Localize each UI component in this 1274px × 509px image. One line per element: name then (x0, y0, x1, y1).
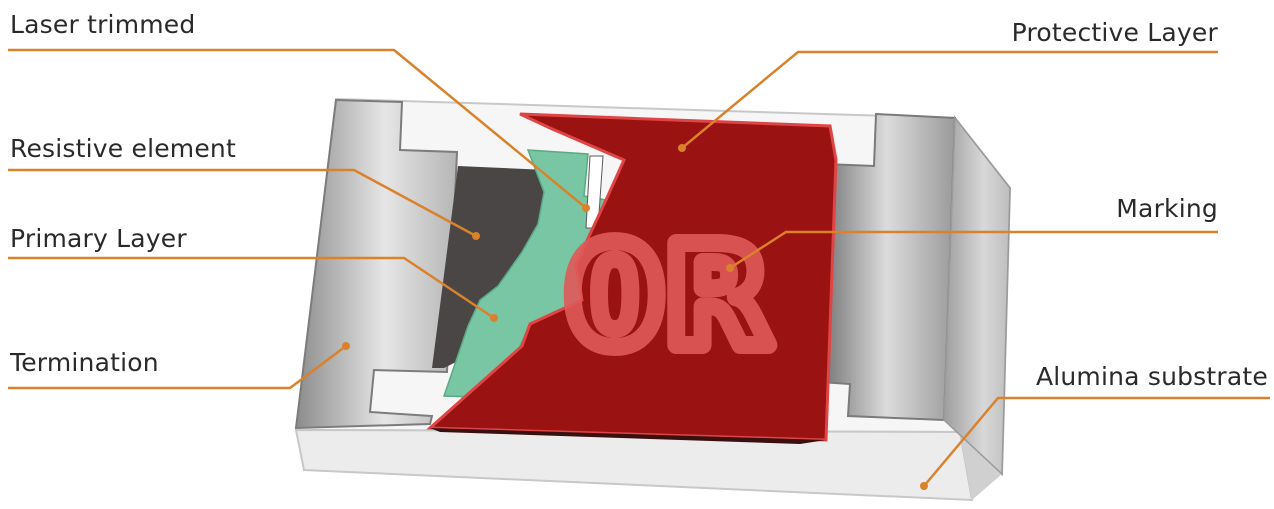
label-termination: Termination (10, 350, 159, 375)
label-alumina-substrate: Alumina substrate (1036, 364, 1268, 389)
marking: 0R (566, 216, 771, 379)
label-primary-layer: Primary Layer (10, 226, 187, 251)
label-laser-trimmed: Laser trimmed (10, 12, 195, 37)
label-protective-layer: Protective Layer (1012, 20, 1218, 45)
marking-text: 0R (566, 216, 771, 379)
label-resistive-element: Resistive element (10, 136, 236, 161)
label-marking: Marking (1116, 196, 1218, 221)
